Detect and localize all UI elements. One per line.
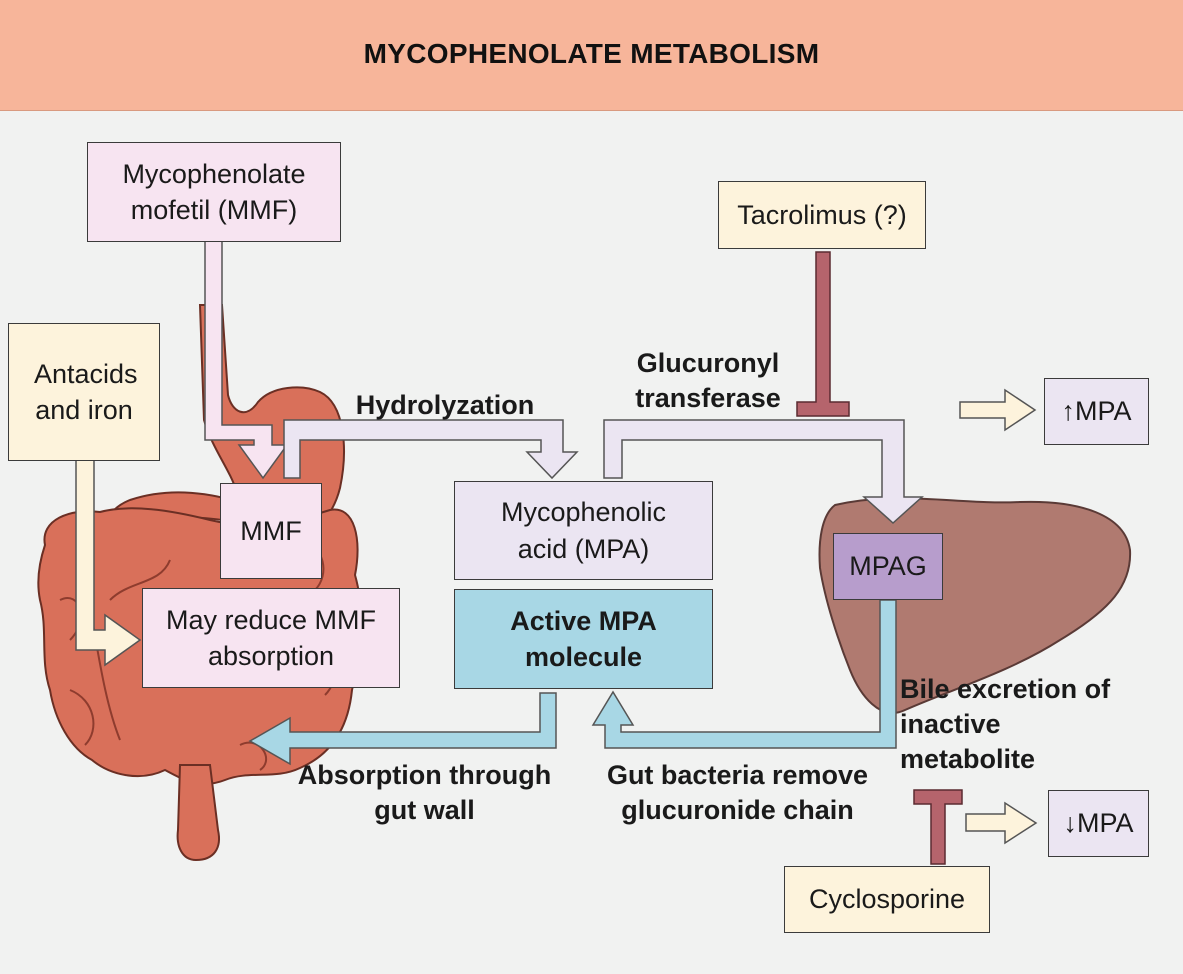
hydrolyzation-arrow bbox=[283, 419, 579, 480]
active-mpa-box: Active MPA molecule bbox=[454, 589, 713, 689]
active-mpa-label: Active MPA molecule bbox=[510, 605, 657, 672]
mmf-gut-box: MMF bbox=[220, 483, 322, 579]
gut-bacteria-label: Gut bacteria remove glucuronide chain bbox=[606, 760, 869, 826]
mmf-drug-label: Mycophenolate mofetil (MMF) bbox=[122, 158, 306, 225]
tacrolimus-inhibitor bbox=[796, 251, 850, 417]
increase-mpa-box: ↑MPA bbox=[1044, 378, 1149, 445]
increase-mpa-label: ↑MPA bbox=[1061, 396, 1132, 427]
mmf-intake-arrow bbox=[204, 239, 289, 480]
glucuronyl-label: Glucuronyl transferase bbox=[635, 348, 781, 414]
bile-return-arrow bbox=[591, 599, 897, 749]
may-reduce-box: May reduce MMF absorption bbox=[142, 588, 400, 688]
glucuronidation-arrow bbox=[603, 419, 924, 525]
decrease-mpa-box: ↓MPA bbox=[1048, 790, 1149, 857]
mpag-label: MPAG bbox=[849, 551, 927, 582]
absorption-arrow bbox=[248, 692, 557, 766]
decrease-mpa-label: ↓MPA bbox=[1063, 808, 1134, 839]
mmf-gut-label: MMF bbox=[240, 515, 302, 546]
tacrolimus-label: Tacrolimus (?) bbox=[737, 199, 907, 230]
antacids-box: Antacids and iron bbox=[8, 323, 160, 461]
rectum-illustration bbox=[176, 764, 220, 862]
cyclosporine-inhibitor bbox=[913, 789, 963, 865]
mpa-label: Mycophenolic acid (MPA) bbox=[500, 497, 667, 564]
antacids-arrow bbox=[75, 459, 142, 667]
increase-arrow bbox=[959, 388, 1037, 432]
tacrolimus-box: Tacrolimus (?) bbox=[718, 181, 926, 249]
mpa-box: Mycophenolic acid (MPA) bbox=[454, 481, 713, 580]
hydrolyzation-label: Hydrolyzation bbox=[355, 390, 535, 420]
cyclosporine-label: Cyclosporine bbox=[808, 884, 966, 915]
cyclosporine-box: Cyclosporine bbox=[784, 866, 990, 933]
diagram-title: MYCOPHENOLATE METABOLISM bbox=[363, 38, 820, 69]
title-bar: MYCOPHENOLATE METABOLISM bbox=[0, 0, 1183, 111]
antacids-label: Antacids and iron bbox=[34, 358, 138, 425]
mmf-drug-box: Mycophenolate mofetil (MMF) bbox=[87, 142, 341, 242]
decrease-arrow bbox=[965, 801, 1038, 845]
mpag-box: MPAG bbox=[833, 533, 943, 600]
absorption-label: Absorption through gut wall bbox=[297, 760, 552, 826]
bile-excretion-label: Bile excretion of inactive metabolite bbox=[900, 674, 1111, 775]
may-reduce-label: May reduce MMF absorption bbox=[165, 604, 377, 671]
